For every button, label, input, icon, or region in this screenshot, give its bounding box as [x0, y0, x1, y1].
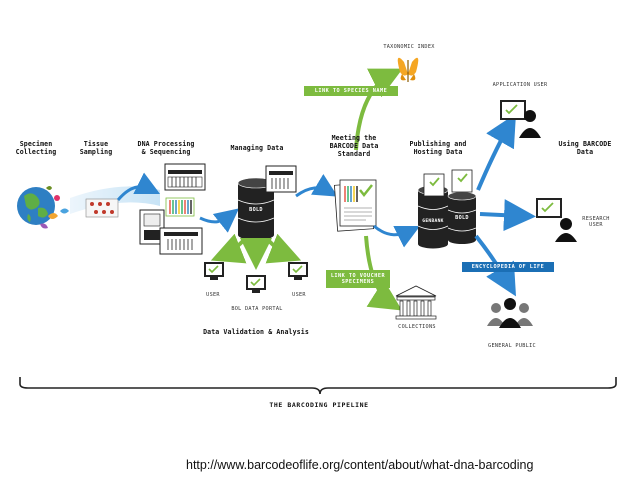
specimens-icon — [40, 186, 69, 229]
pipeline-brace — [19, 377, 617, 395]
data-validation-label: Data Validation & Analysis — [203, 328, 309, 336]
bold-publishing-database-icon — [447, 191, 477, 244]
barcoding-pipeline-title: THE BARCODING PIPELINE — [269, 401, 369, 409]
link-voucher-tag: LINK TO VOUCHER SPECIMENS — [326, 270, 390, 288]
bol-data-portal-label: BOL DATA PORTAL — [231, 306, 283, 312]
bold-sequencer-icon — [265, 165, 297, 193]
link-species-tag: LINK TO SPECIES NAME — [304, 86, 398, 96]
application-user-label: APPLICATION USER — [492, 82, 548, 88]
stage-meeting-standard: Meeting the BARCODE Data Standard — [329, 134, 379, 158]
stage-tissue-sampling: Tissue Sampling — [79, 140, 113, 156]
stage-managing-data: Managing Data — [230, 144, 284, 152]
taxonomic-index-label: TAXONOMIC INDEX — [383, 44, 435, 50]
stage-dna-processing: DNA Processing & Sequencing — [137, 140, 195, 156]
research-user-icon — [536, 198, 577, 242]
stage-publishing: Publishing and Hosting Data — [409, 140, 467, 156]
sequencer-icon — [164, 163, 206, 191]
general-public-label: GENERAL PUBLIC — [488, 343, 536, 349]
butterfly-icon — [397, 57, 419, 82]
globe-icon — [17, 187, 55, 225]
collections-building-icon — [395, 285, 437, 320]
tissue-tubes-icon — [85, 198, 119, 218]
general-public-icon — [487, 298, 533, 328]
user-right-label: USER — [292, 292, 306, 298]
encyclopedia-of-life-tag: ENCYCLOPEDIA OF LIFE — [462, 262, 554, 272]
sequencer-label: ISELPH — [176, 165, 194, 170]
bol-portal-monitor-icon — [246, 275, 266, 293]
user-left-label: USER — [206, 292, 220, 298]
research-user-label: RESEARCH USER — [582, 216, 610, 228]
sequencer2-icon — [159, 227, 203, 255]
barcode-strips — [165, 197, 195, 217]
source-url[interactable]: http://www.barcodeoflife.org/content/abo… — [186, 458, 534, 472]
collections-label: COLLECTIONS — [398, 324, 436, 330]
application-user-icon — [500, 100, 541, 138]
user-monitor-left-icon — [204, 262, 224, 280]
stage-using-data: Using BARCODE Data — [558, 140, 612, 156]
barcode-standard-document-icon — [334, 179, 377, 232]
user-monitor-right-icon — [288, 262, 308, 280]
published-records-icon — [423, 169, 473, 197]
genbank-db-label: GENBANK — [422, 219, 444, 224]
stage-specimen-collecting: Specimen Collecting — [15, 140, 57, 156]
bold-pub-db-label: BOLD — [455, 215, 469, 221]
bold-main-db-label: BOLD — [249, 207, 263, 213]
